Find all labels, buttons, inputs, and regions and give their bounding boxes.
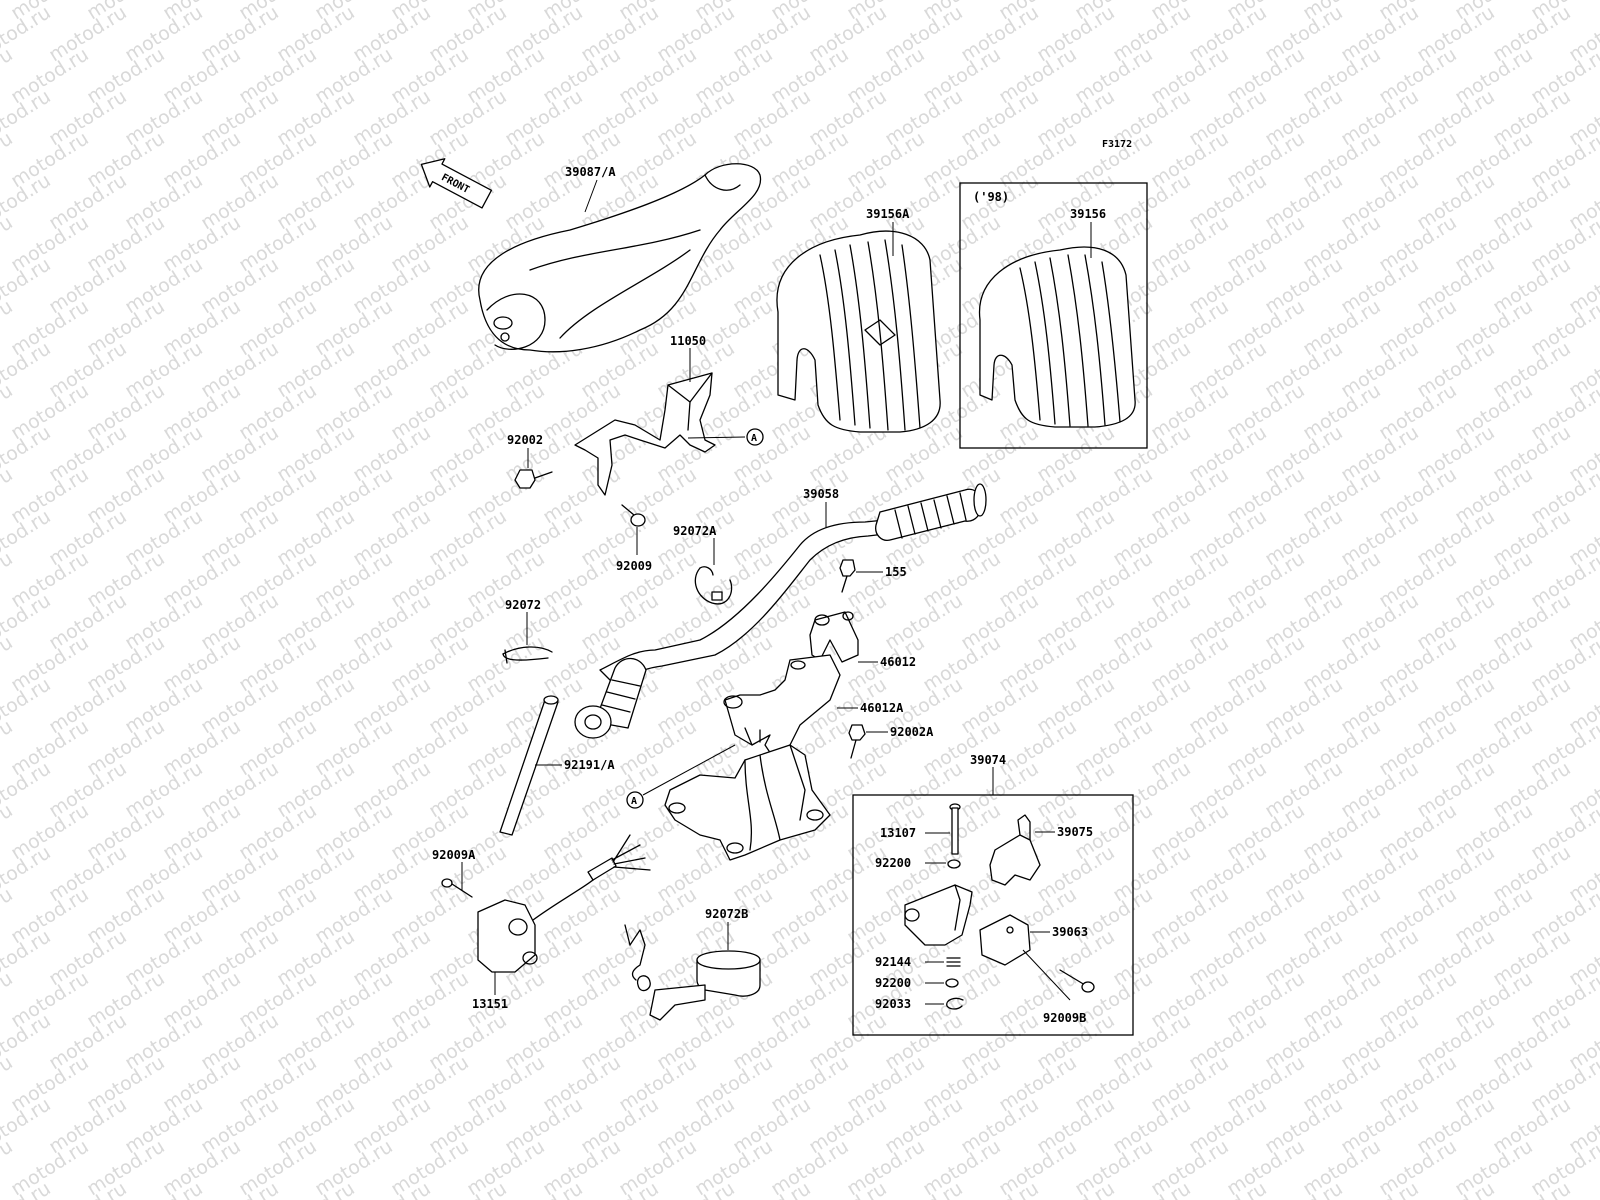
label-92009B: 92009B	[1043, 1011, 1086, 1025]
label-92072: 92072	[505, 598, 541, 612]
label-92072B: 92072B	[705, 907, 748, 921]
steering-cover-part[interactable]	[776, 230, 941, 433]
left-grip[interactable]	[574, 657, 647, 739]
label-13151: 13151	[472, 997, 508, 1011]
throttle-housing-part[interactable]	[904, 884, 973, 946]
handlebar-holder-part[interactable]	[723, 654, 841, 761]
label-11050: 11050	[670, 334, 706, 348]
label-39063: 39063	[1052, 925, 1088, 939]
handlebar-pad-part[interactable]	[478, 163, 762, 353]
inset-98-box: ('98) 39156	[959, 182, 1148, 449]
bolt-92002-part[interactable]	[514, 469, 553, 489]
ref-marker-a-upper	[746, 428, 764, 446]
start-stop-switch-part[interactable]	[477, 834, 651, 973]
handlebar-part[interactable]	[574, 483, 987, 739]
figure-code: F3172	[1102, 139, 1132, 150]
label-92200-lower: 92200	[875, 976, 911, 990]
label-39074: 39074	[970, 753, 1006, 767]
cover-39063-part[interactable]	[979, 914, 1031, 966]
label-155: 155	[885, 565, 907, 579]
circlip-92033-part[interactable]	[946, 997, 964, 1010]
lever-39075-part[interactable]	[989, 814, 1041, 886]
bolt-92002A-part[interactable]	[848, 724, 866, 759]
handlebar-clamp-upper-part[interactable]	[809, 611, 859, 663]
label-46012: 46012	[880, 655, 916, 669]
label-92200-upper: 92200	[875, 856, 911, 870]
label-39075: 39075	[1057, 825, 1093, 839]
label-13107: 13107	[880, 826, 916, 840]
inset-98-title: ('98)	[973, 190, 1009, 204]
label-92033: 92033	[875, 997, 911, 1011]
label-92009: 92009	[616, 559, 652, 573]
steering-column-base-part[interactable]	[664, 744, 831, 861]
screw-92009B-part[interactable]	[1059, 969, 1095, 993]
bolt-155-part[interactable]	[839, 559, 856, 593]
washer-92200-upper-part[interactable]	[947, 859, 961, 869]
label-39156: 39156	[1070, 207, 1106, 221]
label-92191A: 92191/A	[564, 758, 615, 772]
label-92009A: 92009A	[432, 848, 476, 862]
label-46012A: 46012A	[860, 701, 904, 715]
screw-92009A-part[interactable]	[441, 878, 473, 898]
clamp-band-92072A-part[interactable]	[694, 566, 733, 605]
label-92002A: 92002A	[890, 725, 934, 739]
right-grip[interactable]	[875, 483, 987, 541]
front-arrow: FRONT	[420, 158, 493, 209]
clamp-92072-part[interactable]	[502, 646, 553, 664]
bracket-part[interactable]	[574, 372, 716, 496]
washer-92200-lower-part[interactable]	[945, 978, 959, 988]
label-39058: 39058	[803, 487, 839, 501]
label-92072A: 92072A	[673, 524, 717, 538]
lanyard-bracket-part[interactable]	[624, 924, 761, 1021]
ref-marker-a-upper-label: A	[751, 433, 757, 444]
spring-92144-part[interactable]	[946, 957, 961, 967]
label-92144: 92144	[875, 955, 911, 969]
steering-cover-98-part[interactable]	[978, 246, 1136, 428]
tube-part[interactable]	[499, 695, 559, 836]
ref-marker-a-lower-label: A	[631, 796, 637, 807]
label-39087A: 39087/A	[565, 165, 616, 179]
bolt-92009-part[interactable]	[621, 504, 646, 527]
label-92002: 92002	[507, 433, 543, 447]
label-39156A: 39156A	[866, 207, 910, 221]
pin-13107-part[interactable]	[949, 803, 961, 855]
ref-marker-a-lower	[626, 791, 644, 809]
